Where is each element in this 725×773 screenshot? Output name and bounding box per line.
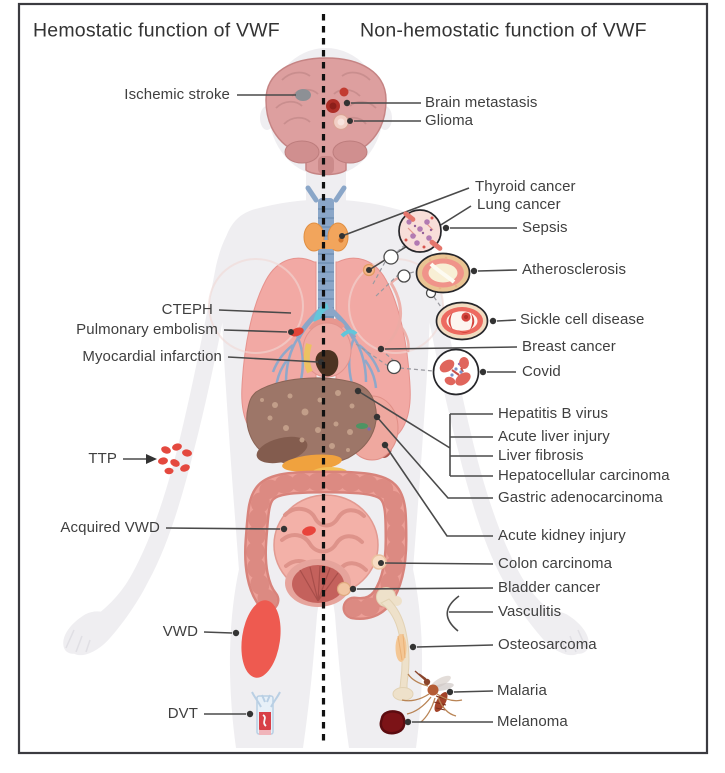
label-melanoma: Melanoma	[497, 713, 568, 731]
mosquito-icon	[401, 670, 463, 723]
label-glioma: Glioma	[425, 112, 474, 130]
atherosclerosis-inset-icon	[415, 252, 471, 294]
bladder-cancer-spot	[336, 581, 352, 597]
label-cteph: CTEPH	[161, 301, 213, 319]
vwd-bruise-icon	[241, 600, 281, 678]
femur-bone-icon	[376, 587, 414, 701]
label-vasculitis: Vasculitis	[498, 603, 562, 621]
label-myocardial-infarction: Myocardial infarction	[82, 348, 222, 366]
label-thyroid-cancer: Thyroid cancer	[475, 178, 576, 196]
label-vwd: VWD	[162, 623, 198, 641]
label-malaria: Malaria	[497, 682, 547, 700]
label-brain-metastasis: Brain metastasis	[425, 94, 538, 112]
acquired-vwd-spot	[302, 526, 316, 536]
melanoma-spot	[379, 710, 406, 735]
sickle-cell-inset-icon	[435, 301, 489, 341]
label-sickle-cell-disease: Sickle cell disease	[520, 311, 645, 329]
sepsis-inset-icon	[398, 209, 443, 253]
liver-icon	[246, 377, 377, 467]
label-atherosclerosis: Atherosclerosis	[522, 261, 627, 279]
vasculitis-bracket	[446, 595, 460, 632]
label-dvt: DVT	[167, 705, 198, 723]
label-bladder-cancer: Bladder cancer	[498, 579, 601, 597]
brain-metastasis-spot	[339, 87, 349, 97]
myocardial-infarct-spot	[315, 349, 339, 377]
brain-icon	[265, 57, 387, 176]
dvt-vein-icon	[251, 691, 281, 735]
magnifier-links	[355, 243, 442, 375]
label-ischemic-stroke: Ischemic stroke	[124, 86, 230, 104]
label-gastric-adenocarcinoma: Gastric adenocarcinoma	[498, 489, 663, 507]
label-acute-kidney-injury: Acute kidney injury	[498, 527, 626, 545]
label-pulmonary-embolism: Pulmonary embolism	[76, 321, 218, 339]
label-acquired-vwd: Acquired VWD	[60, 519, 160, 537]
label-liver-fibrosis: Liver fibrosis	[498, 447, 584, 465]
label-acute-liver-injury: Acute liver injury	[498, 428, 610, 446]
panel-title-hemostatic: Hemostatic function of VWF	[33, 19, 280, 42]
label-ttp: TTP	[88, 450, 117, 468]
covid-inset-icon	[432, 348, 480, 396]
connector-dots	[146, 99, 497, 726]
pulmonary-embolism-clot	[290, 327, 304, 337]
gallbladder-icon	[356, 423, 368, 429]
ischemic-stroke-spot	[295, 89, 311, 101]
label-covid: Covid	[522, 363, 561, 381]
breast-contour-left	[208, 258, 304, 354]
label-osteosarcoma: Osteosarcoma	[498, 636, 597, 654]
label-colon-carcinoma: Colon carcinoma	[498, 555, 613, 573]
heart-icon	[302, 303, 358, 378]
ttp-petechiae-icon	[158, 443, 192, 475]
thyroid-icon	[303, 222, 349, 252]
label-sepsis: Sepsis	[522, 219, 568, 237]
label-hepatitis-b-virus: Hepatitis B virus	[498, 405, 609, 423]
label-lung-cancer: Lung cancer	[477, 196, 561, 214]
label-breast-cancer: Breast cancer	[522, 338, 616, 356]
ttp-arrowhead	[146, 454, 157, 464]
bladder-icon	[285, 559, 352, 607]
label-hepatocellular-carcinoma: Hepatocellular carcinoma	[498, 467, 670, 485]
panel-title-non-hemostatic: Non-hemostatic function of VWF	[360, 19, 647, 42]
